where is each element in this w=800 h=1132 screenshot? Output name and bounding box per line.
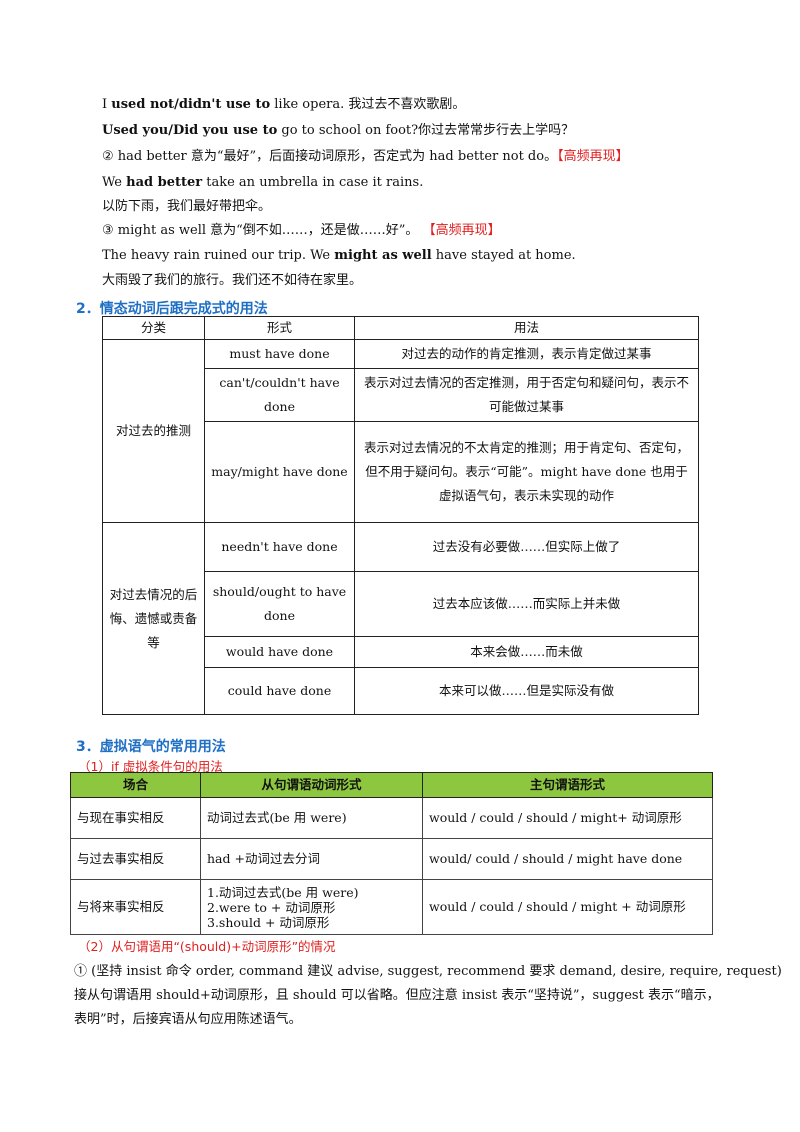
usage-cell: 过去没有必要做……但实际上做了 [354, 522, 699, 572]
text-span: like opera. 我过去不喜欢歌剧。 [270, 97, 466, 112]
paragraph-line: 表明”时，后接宾语从句应用陈述语气。 [74, 1012, 302, 1027]
clause-line: 2.were to + 动词原形 [207, 899, 336, 915]
case-cell: 与现在事实相反 [70, 797, 201, 839]
paragraph-should-usage: ① (坚持 insist 命令 order, command 建议 advise… [74, 960, 782, 1032]
header-form: 形式 [204, 316, 355, 340]
text-line-3: ② had better 意为“最好”，后面接动词原形，否定式为 had bet… [102, 148, 629, 166]
text-span: I [102, 97, 112, 112]
form-cell: would have done [204, 636, 355, 668]
header-usage: 用法 [354, 316, 699, 340]
text-span: take an umbrella in case it rains. [202, 175, 424, 190]
clause-cell: 1.动词过去式(be 用 were) 2.were to + 动词原形 3.sh… [200, 879, 423, 935]
text-span-bold: had better [126, 175, 203, 190]
subsection-1-heading: （1）if 虚拟条件句的用法 [78, 759, 223, 774]
subsection-2-heading: （2）从句谓语用“(should)+动词原形”的情况 [78, 939, 336, 954]
text-span-bold: used not/didn't use to [111, 97, 271, 112]
table-row: 与将来事实相反 1.动词过去式(be 用 were) 2.were to + 动… [70, 879, 713, 935]
text-span: ② had better 意为“最好”，后面接动词原形，否定式为 had bet… [102, 149, 558, 164]
clause-line: 1.动词过去式(be 用 were) [207, 884, 359, 900]
table-row: could have done 本来可以做……但是实际没有做 [103, 667, 699, 715]
header-clause: 从句谓语动词形式 [200, 772, 423, 798]
high-frequency-tag: 【高频再现】 [557, 149, 629, 164]
header-category: 分类 [102, 316, 205, 340]
modal-perfect-table: 分类 形式 用法 对过去的推测 must have done 对过去的动作的肯定… [102, 316, 699, 715]
section-3-heading: 3．虚拟语气的常用用法 [76, 739, 226, 755]
usage-cell: 过去本应该做……而实际上并未做 [354, 571, 699, 637]
text-span: 大雨毁了我们的旅行。我们还不如待在家里。 [102, 273, 363, 288]
text-span: We [102, 175, 127, 190]
text-span: 以防下雨，我们最好带把伞。 [102, 199, 272, 214]
table-row: may/might have done 表示对过去情况的不太肯定的推测；用于肯定… [103, 421, 699, 523]
case-cell: 与将来事实相反 [70, 879, 201, 935]
text-line-7: The heavy rain ruined our trip. We might… [102, 247, 576, 265]
table-header-row: 分类 形式 用法 [102, 316, 699, 340]
text-line-8: 大雨毁了我们的旅行。我们还不如待在家里。 [102, 272, 362, 290]
text-line-6: ③ might as well 意为“倒不如……，还是做……好”。 【高频再现】 [102, 222, 501, 240]
header-case: 场合 [70, 772, 201, 798]
text-line-2: Used you/Did you use to go to school on … [102, 122, 574, 140]
table-row: should/ought to have done 过去本应该做……而实际上并未… [103, 571, 699, 637]
text-span-bold: Used you/Did you use to [102, 123, 278, 138]
category-cell: 对过去情况的后悔、遗憾或责备等 [102, 522, 205, 715]
text-line-4: We had better take an umbrella in case i… [102, 174, 423, 192]
main-cell: would / could / should / might+ 动词原形 [422, 797, 713, 839]
usage-cell: 本来可以做……但是实际没有做 [354, 667, 699, 715]
usage-cell: 对过去的动作的肯定推测，表示肯定做过某事 [354, 339, 699, 369]
case-cell: 与过去事实相反 [70, 838, 201, 880]
clause-cell: 动词过去式(be 用 were) [200, 797, 423, 839]
category-cell: 对过去的推测 [102, 339, 205, 523]
main-cell: would/ could / should / might have done [422, 838, 713, 880]
table-row: 对过去情况的后悔、遗憾或责备等 needn't have done 过去没有必要… [102, 522, 699, 715]
text-span: go to school on foot?你过去常常步行去上学吗？ [277, 123, 575, 138]
form-cell: may/might have done [204, 421, 355, 523]
header-main: 主句谓语形式 [422, 772, 713, 798]
form-cell: can't/couldn't have done [204, 368, 355, 422]
table-row: 与现在事实相反 动词过去式(be 用 were) would / could /… [70, 797, 713, 839]
subjunctive-table: 场合 从句谓语动词形式 主句谓语形式 与现在事实相反 动词过去式(be 用 we… [70, 772, 713, 935]
form-cell: should/ought to have done [204, 571, 355, 637]
clause-cell: had +动词过去分词 [200, 838, 423, 880]
usage-cell: 本来会做……而未做 [354, 636, 699, 668]
form-cell: needn't have done [204, 522, 355, 572]
usage-cell: 表示对过去情况的不太肯定的推测；用于肯定句、否定句，但不用于疑问句。表示“可能”… [354, 421, 699, 523]
clause-line: 3.should + 动词原形 [207, 914, 330, 930]
paragraph-line: ① (坚持 insist 命令 order, command 建议 advise… [74, 964, 782, 979]
text-span: have stayed at home. [431, 248, 576, 263]
table-row: 对过去的推测 must have done 对过去的动作的肯定推测，表示肯定做过… [102, 339, 699, 523]
high-frequency-tag: 【高频再现】 [422, 223, 501, 238]
text-span-bold: might as well [334, 248, 432, 263]
text-span: The heavy rain ruined our trip. We [102, 248, 335, 263]
table-row: would have done 本来会做……而未做 [103, 636, 699, 668]
main-cell: would / could / should / might + 动词原形 [422, 879, 713, 935]
usage-cell: 表示对过去情况的否定推测，用于否定句和疑问句，表示不可能做过某事 [354, 368, 699, 422]
section-2-heading: 2．情态动词后跟完成式的用法 [76, 301, 268, 317]
table-row: 与过去事实相反 had +动词过去分词 would/ could / shoul… [70, 838, 713, 880]
form-cell: could have done [204, 667, 355, 715]
text-line-5: 以防下雨，我们最好带把伞。 [102, 198, 271, 216]
table-row: can't/couldn't have done 表示对过去情况的否定推测，用于… [103, 368, 699, 422]
text-span: ③ might as well 意为“倒不如……，还是做……好”。 [102, 223, 423, 238]
paragraph-line: 接从句谓语用 should+动词原形，且 should 可以省略。但应注意 in… [74, 988, 720, 1003]
text-line-1: I used not/didn't use to like opera. 我过去… [102, 96, 465, 114]
table-header-row: 场合 从句谓语动词形式 主句谓语形式 [70, 772, 713, 798]
form-cell: must have done [204, 339, 355, 369]
